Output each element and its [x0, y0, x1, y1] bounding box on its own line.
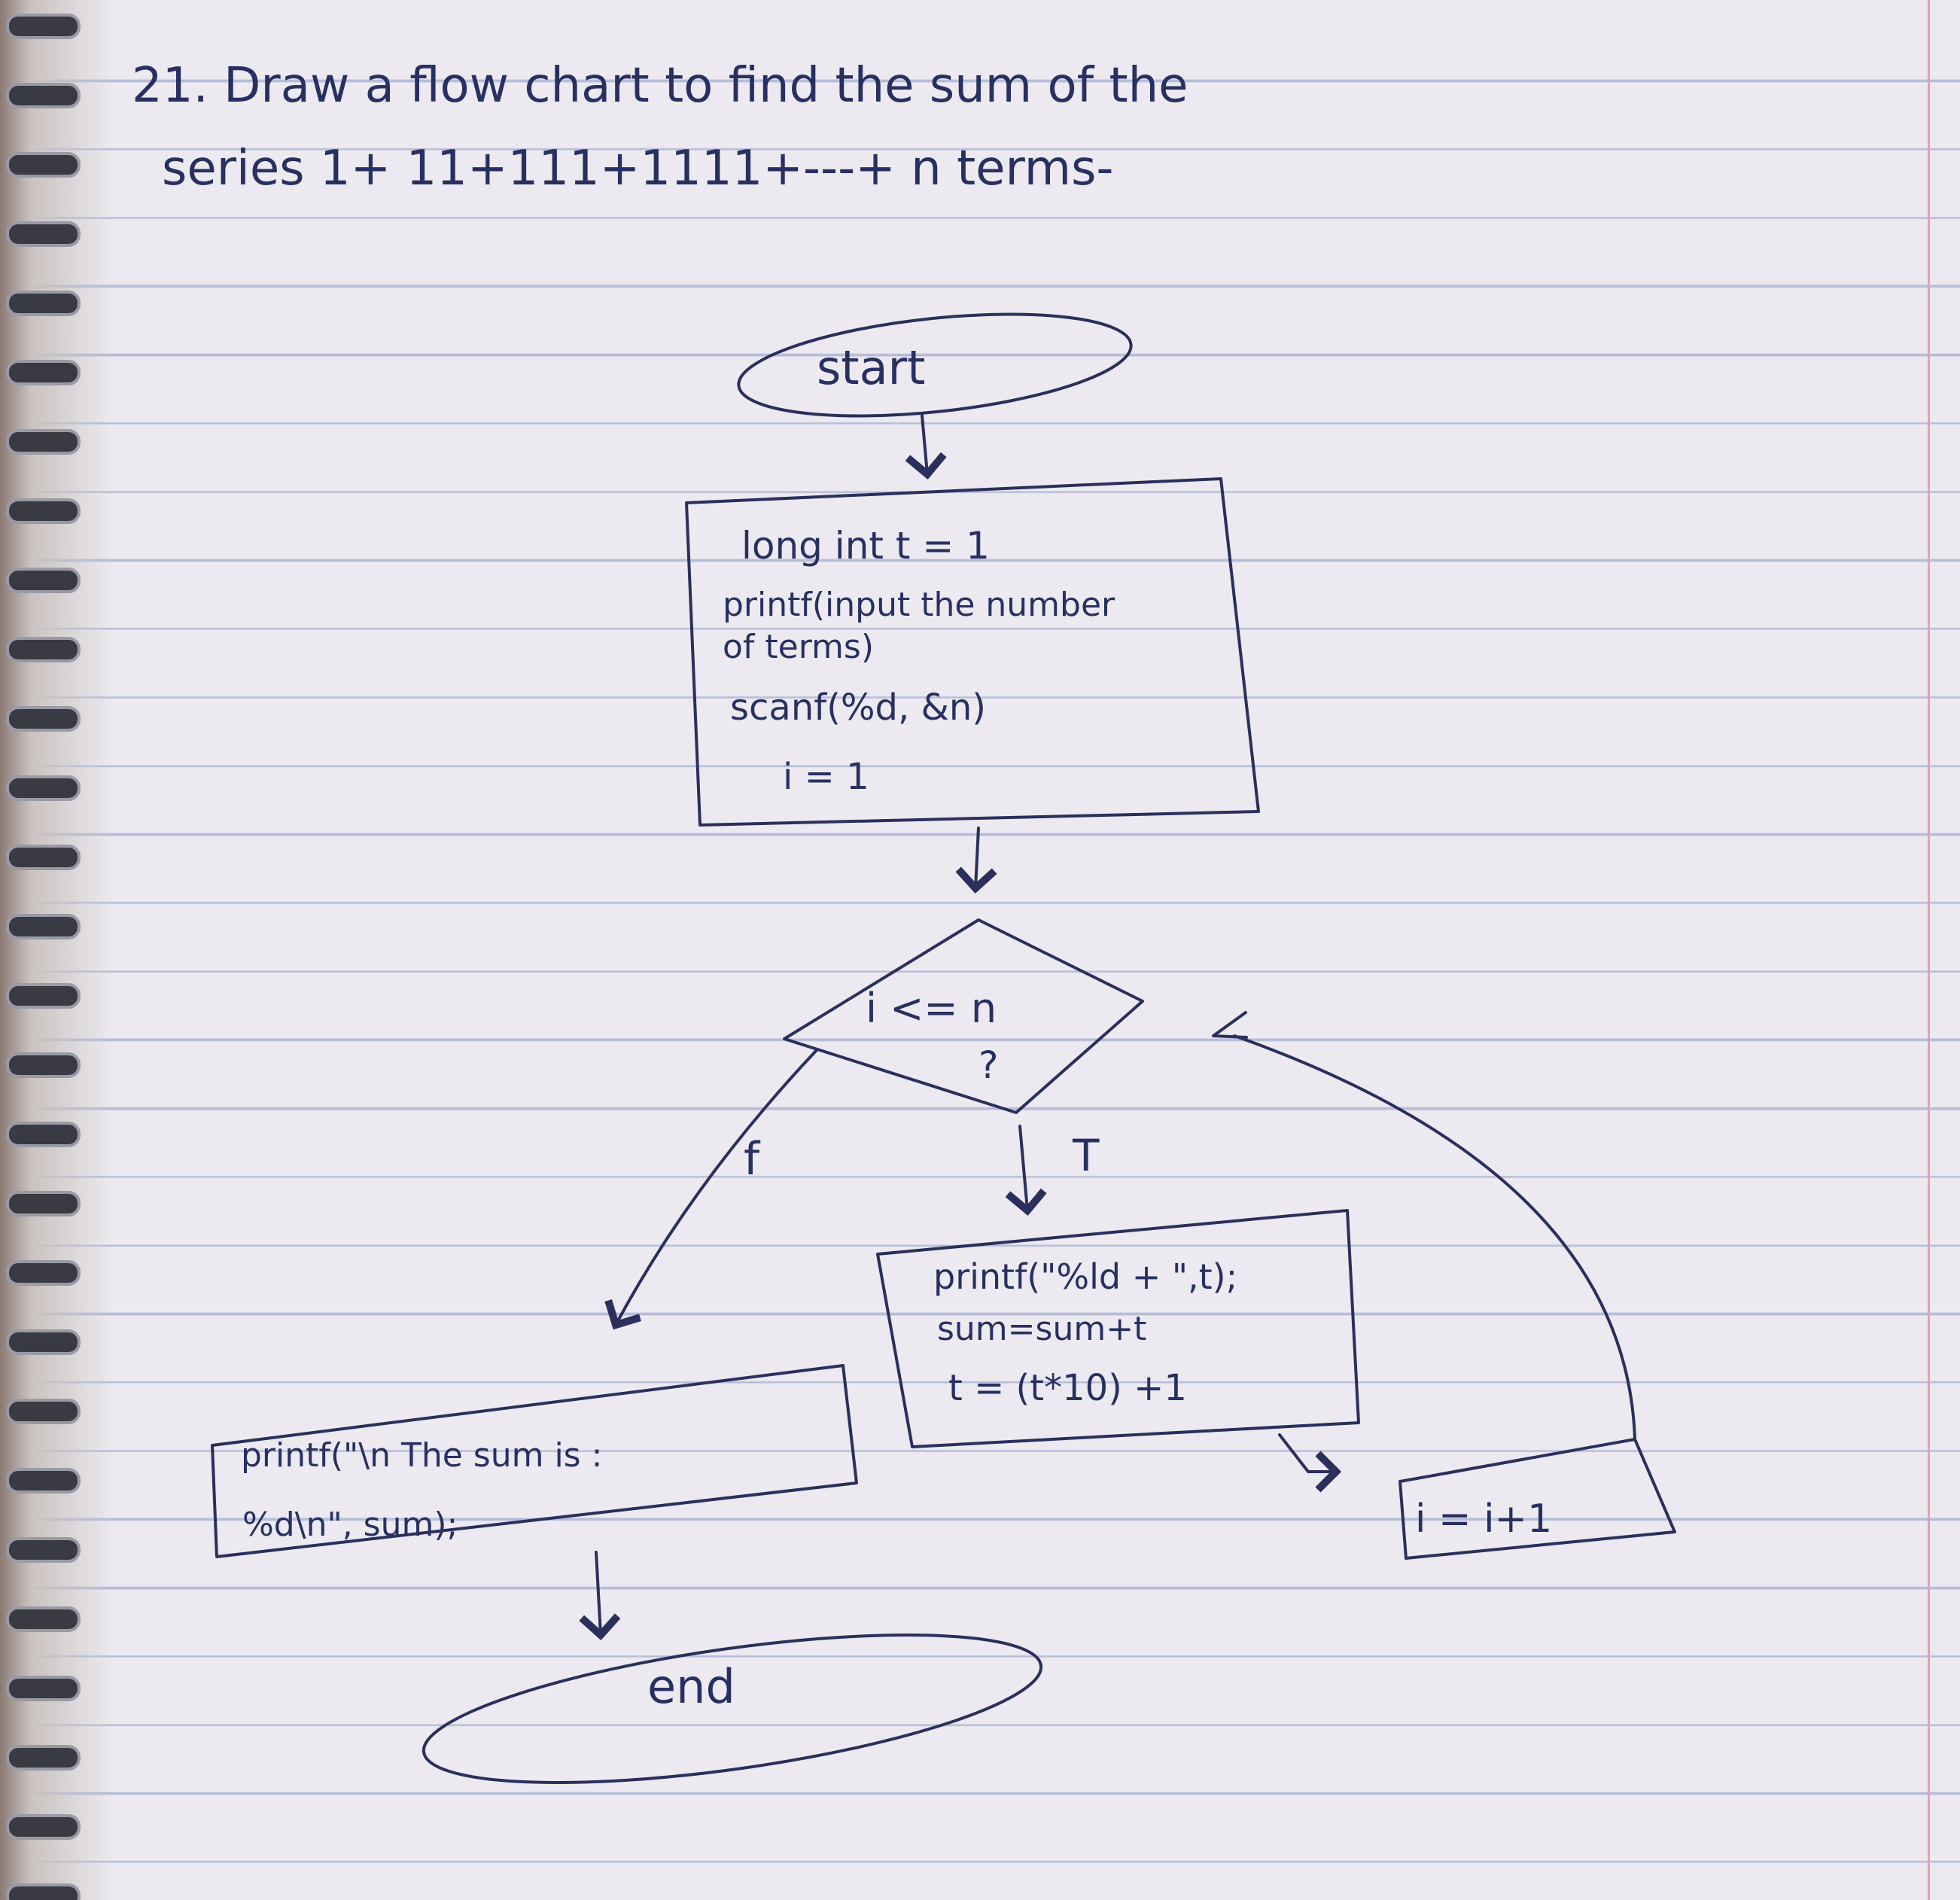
- spiral-ring: [6, 1122, 81, 1147]
- spiral-ring: [6, 1329, 81, 1355]
- spiral-ring: [6, 498, 81, 524]
- spiral-ring: [6, 1883, 81, 1900]
- increment-box: [1398, 1438, 1676, 1560]
- spiral-ring: [6, 221, 81, 247]
- arrow-false-branch: [604, 1049, 818, 1330]
- spiral-ring: [6, 1745, 81, 1771]
- question-line-2: series 1+ 11+111+1111+---+ n terms-: [162, 141, 1114, 196]
- spiral-ring: [6, 1676, 81, 1701]
- init-line-2: printf(input the number: [723, 586, 1115, 624]
- spiral-ring: [6, 568, 81, 593]
- loop-line-1: printf("%ld + ",t);: [933, 1256, 1237, 1297]
- end-terminal: [422, 1634, 1043, 1784]
- spiral-ring: [6, 1191, 81, 1216]
- init-process-box: [685, 477, 1260, 827]
- spiral-ring: [6, 845, 81, 870]
- init-line-5: i = 1: [783, 756, 869, 798]
- spiral-ring: [6, 429, 81, 455]
- spiral-ring: [6, 1814, 81, 1840]
- decision-line-2: ?: [978, 1043, 999, 1087]
- arrow-loop-to-increment: [1278, 1433, 1342, 1493]
- init-line-4: scanf(%d, &n): [730, 687, 986, 729]
- decision-diamond: [783, 918, 1144, 1114]
- spiral-ring: [6, 1052, 81, 1078]
- question-line-1: 21. Draw a flow chart to find the sum of…: [132, 58, 1188, 114]
- decision-line-1: i <= n: [866, 985, 997, 1032]
- spiral-ring: [6, 637, 81, 662]
- spiral-rings: [6, 14, 81, 1900]
- arrow-start-to-init: [905, 414, 947, 480]
- spiral-ring: [6, 775, 81, 801]
- start-label: start: [817, 340, 925, 395]
- spiral-ring: [6, 914, 81, 939]
- arrow-true-branch: [1005, 1125, 1047, 1216]
- spiral-ring: [6, 983, 81, 1009]
- spiral-ring: [6, 1468, 81, 1494]
- loop-process-box: [876, 1209, 1360, 1448]
- spiral-ring: [6, 152, 81, 178]
- end-label: end: [647, 1659, 735, 1714]
- spiral-binding: [0, 0, 113, 1900]
- spiral-ring: [6, 83, 81, 108]
- spiral-ring: [6, 1606, 81, 1632]
- loop-back-arrowhead: [1212, 1011, 1248, 1039]
- true-label: T: [1072, 1130, 1100, 1181]
- output-line-1: printf("\n The sum is :: [241, 1436, 602, 1475]
- arrow-output-to-end: [579, 1551, 621, 1641]
- output-line-2: %d\n", sum);: [242, 1506, 458, 1544]
- margin-line: [1928, 0, 1930, 1900]
- init-line-1: long int t = 1: [741, 524, 990, 568]
- spiral-ring: [6, 360, 81, 385]
- false-label: f: [744, 1133, 761, 1186]
- increment-label: i = i+1: [1415, 1497, 1552, 1542]
- output-box: [211, 1364, 858, 1558]
- spiral-ring: [6, 706, 81, 732]
- loop-line-2: sum=sum+t: [937, 1310, 1146, 1348]
- spiral-ring: [6, 1399, 81, 1424]
- spiral-ring: [6, 1537, 81, 1563]
- arrow-init-to-decision: [955, 827, 997, 894]
- spiral-ring: [6, 1260, 81, 1286]
- arrow-loop-back: [1233, 1034, 1636, 1441]
- loop-line-3: t = (t*10) +1: [948, 1367, 1187, 1409]
- init-line-3: of terms): [723, 628, 874, 666]
- spiral-ring: [6, 14, 81, 39]
- start-terminal: [737, 312, 1133, 418]
- spiral-ring: [6, 291, 81, 316]
